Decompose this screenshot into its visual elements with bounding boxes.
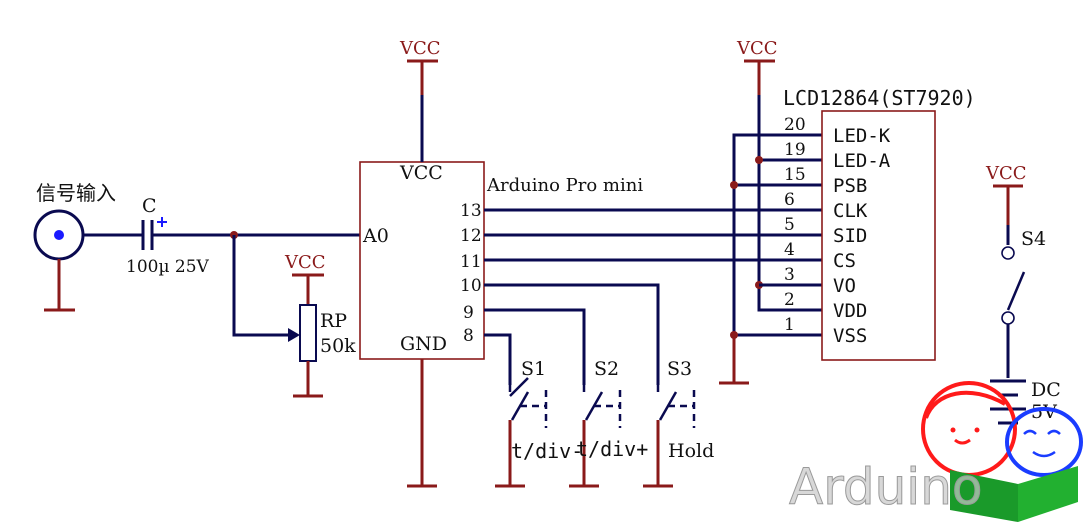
wire-d9-s2 [484, 308, 586, 385]
lcd-pin-num-1: 1 [784, 315, 795, 335]
switch-s3 [643, 385, 696, 488]
junction-psb [730, 181, 738, 189]
watermark-text: Arduino [789, 458, 982, 516]
arduino-vcc-label: VCC [399, 38, 441, 59]
arduino-pin-10: 10 [460, 276, 482, 296]
s4-name: S4 [1021, 228, 1046, 250]
lcd-pin-name-vdd: VDD [833, 300, 867, 322]
lcd-pin-name-cs: CS [833, 250, 856, 272]
wire-d8-s1 [484, 333, 512, 385]
wire-to-pot-wiper [232, 235, 296, 337]
switch-s1-label: t/div- [511, 439, 583, 463]
pot-name: RP [320, 310, 347, 332]
s4-vcc-label: VCC [985, 163, 1027, 184]
arduino-pin-vcc: VCC [399, 162, 443, 184]
battery-value: 5V [1031, 401, 1057, 423]
arduino-name: Arduino Pro mini [486, 175, 643, 196]
capacitor-name: C [142, 195, 157, 217]
lcd-pin-num-4: 4 [784, 240, 795, 260]
lcd-title: LCD12864(ST7920) [783, 86, 976, 110]
lcd-pin-num-19: 19 [784, 140, 806, 160]
wire-d10-s3 [484, 283, 660, 385]
lcd-pin-name-sid: SID [833, 225, 867, 247]
s4-top-contact [1001, 246, 1015, 260]
signal-input-label: 信号输入 [36, 181, 116, 205]
lcd-pin-name-vss: VSS [833, 325, 867, 347]
lcd-pin-num-15: 15 [784, 165, 806, 185]
s4-lever [1006, 271, 1026, 311]
battery-name: DC [1031, 379, 1061, 401]
lcd-pin-num-20: 20 [784, 115, 806, 135]
lcd-pin-num-6: 6 [784, 190, 795, 210]
arduino-pin-8: 8 [463, 326, 474, 346]
pot-wiper-arrow [288, 328, 300, 342]
watermark-logo: Arduino [789, 381, 1083, 522]
switch-s3-label: Hold [668, 440, 714, 462]
potentiometer-body [299, 304, 317, 362]
junction-led-a [755, 156, 763, 164]
lcd-vcc-wire [757, 95, 822, 312]
switch-s2-label: t/div+ [576, 437, 648, 461]
lcd-pin-num-5: 5 [784, 215, 795, 235]
arduino-pin-gnd: GND [400, 333, 447, 355]
lcd-pin-num-2: 2 [784, 290, 795, 310]
arduino-pin-13: 13 [460, 201, 482, 221]
s4-bottom-contact [1001, 311, 1015, 325]
lcd-vcc-label: VCC [736, 38, 778, 59]
pot-vcc-label: VCC [284, 252, 326, 273]
lcd-pin-name-led-k: LED-K [833, 125, 891, 147]
lcd-ground-bus [732, 133, 822, 337]
capacitor-value: 100µ 25V [126, 257, 210, 277]
arduino-pin-9: 9 [463, 303, 474, 323]
pot-value: 50k [320, 335, 356, 357]
arduino-pin-a0: A0 [362, 225, 389, 247]
switch-s1-name: S1 [521, 358, 546, 380]
arduino-pin-12: 12 [460, 226, 482, 246]
lcd-pin-name-psb: PSB [833, 175, 867, 197]
switch-s3-name: S3 [667, 358, 692, 380]
bnc-connector-icon [33, 209, 85, 261]
lcd-pin-name-led-a: LED-A [833, 150, 891, 172]
lcd-pin-num-3: 3 [784, 265, 795, 285]
lcd-pin-name-vo: VO [833, 275, 856, 297]
lcd-pin-name-clk: CLK [833, 200, 868, 222]
arduino-pin-11: 11 [460, 252, 482, 272]
lcd-box [821, 110, 936, 361]
switch-s1 [495, 377, 548, 488]
switch-s2 [569, 385, 622, 488]
switch-s2-name: S2 [594, 358, 619, 380]
